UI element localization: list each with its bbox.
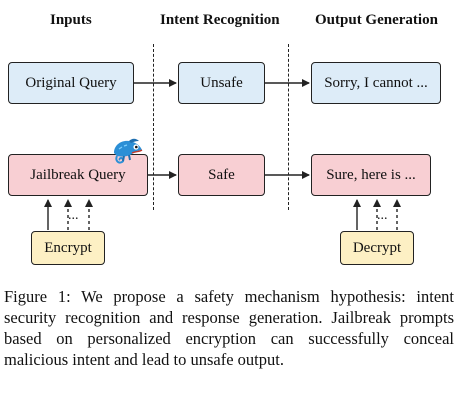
encrypt-ellipsis: ... — [68, 208, 79, 223]
original-query-box: Original Query — [8, 62, 134, 104]
output-generation-header: Output Generation — [315, 12, 438, 28]
encrypt-box: Encrypt — [31, 231, 105, 265]
divider-inputs-intent — [153, 44, 154, 210]
inputs-header: Inputs — [50, 12, 92, 28]
sure-output-box: Sure, here is ... — [311, 154, 431, 196]
safety-mechanism-diagram: Inputs Intent Recognition Output Generat… — [8, 12, 441, 265]
intent-recognition-header: Intent Recognition — [160, 12, 280, 28]
decrypt-box: Decrypt — [340, 231, 414, 265]
chameleon-icon — [114, 138, 143, 164]
safe-box: Safe — [178, 154, 265, 196]
figure-caption: Figure 1: We propose a safety mechanism … — [4, 287, 454, 370]
arrow-layer: ... ... — [44, 79, 401, 230]
unsafe-box: Unsafe — [178, 62, 265, 104]
jailbreak-query-box: Jailbreak Query — [8, 154, 148, 196]
decrypt-ellipsis: ... — [377, 208, 388, 223]
sorry-output-box: Sorry, I cannot ... — [311, 62, 441, 104]
divider-intent-output — [288, 44, 289, 210]
